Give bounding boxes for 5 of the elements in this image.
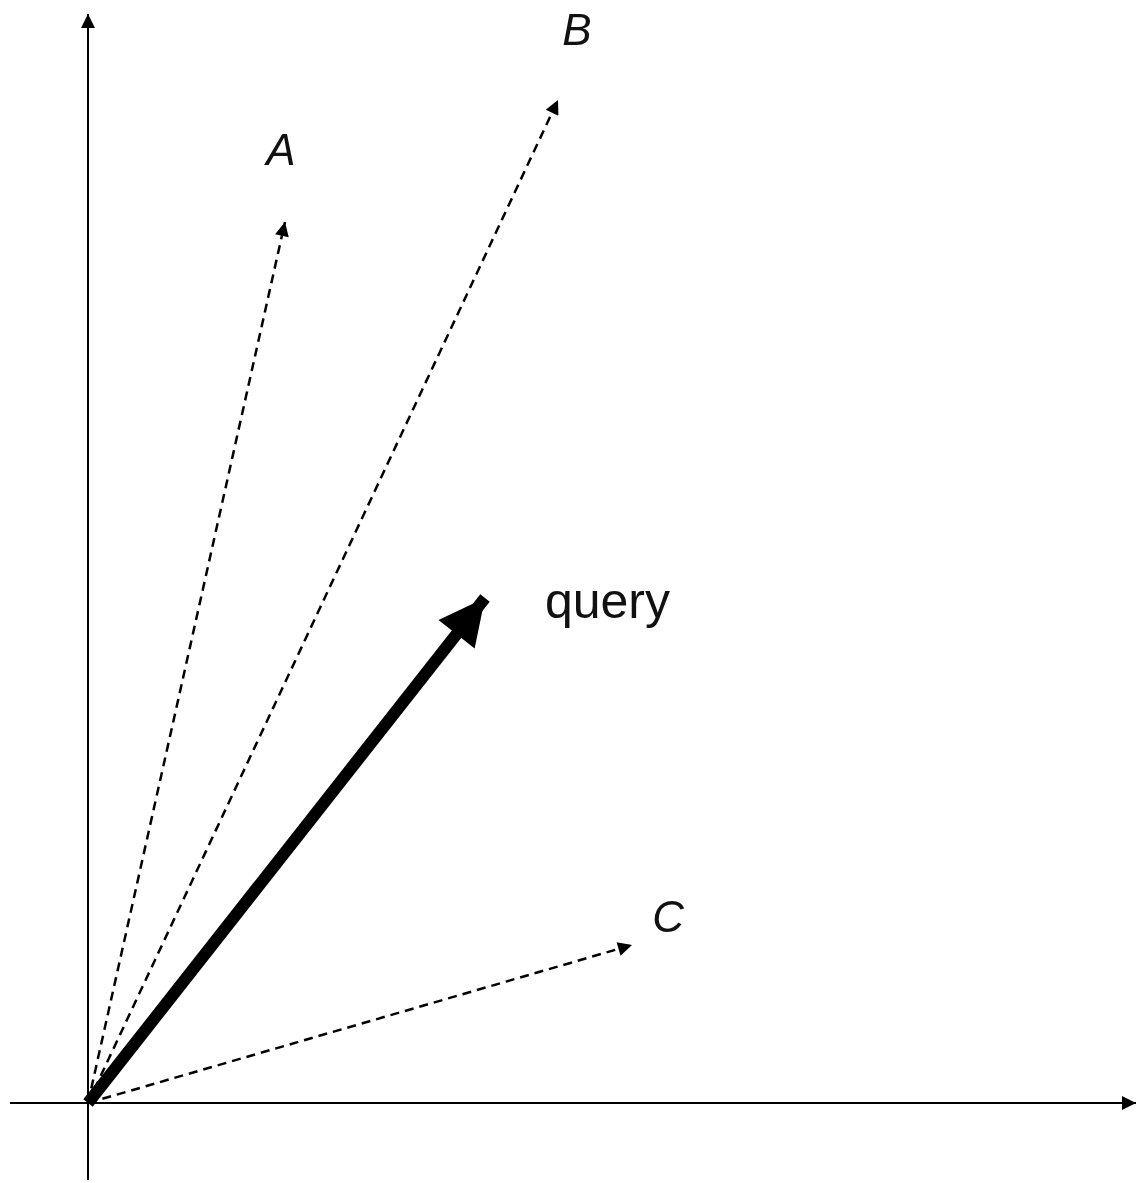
vector-label: query [544,576,670,626]
vector-arrow [83,594,490,1107]
vector-label: B [562,8,592,52]
vector-label: C [652,895,684,939]
vector-label: A [266,128,296,172]
